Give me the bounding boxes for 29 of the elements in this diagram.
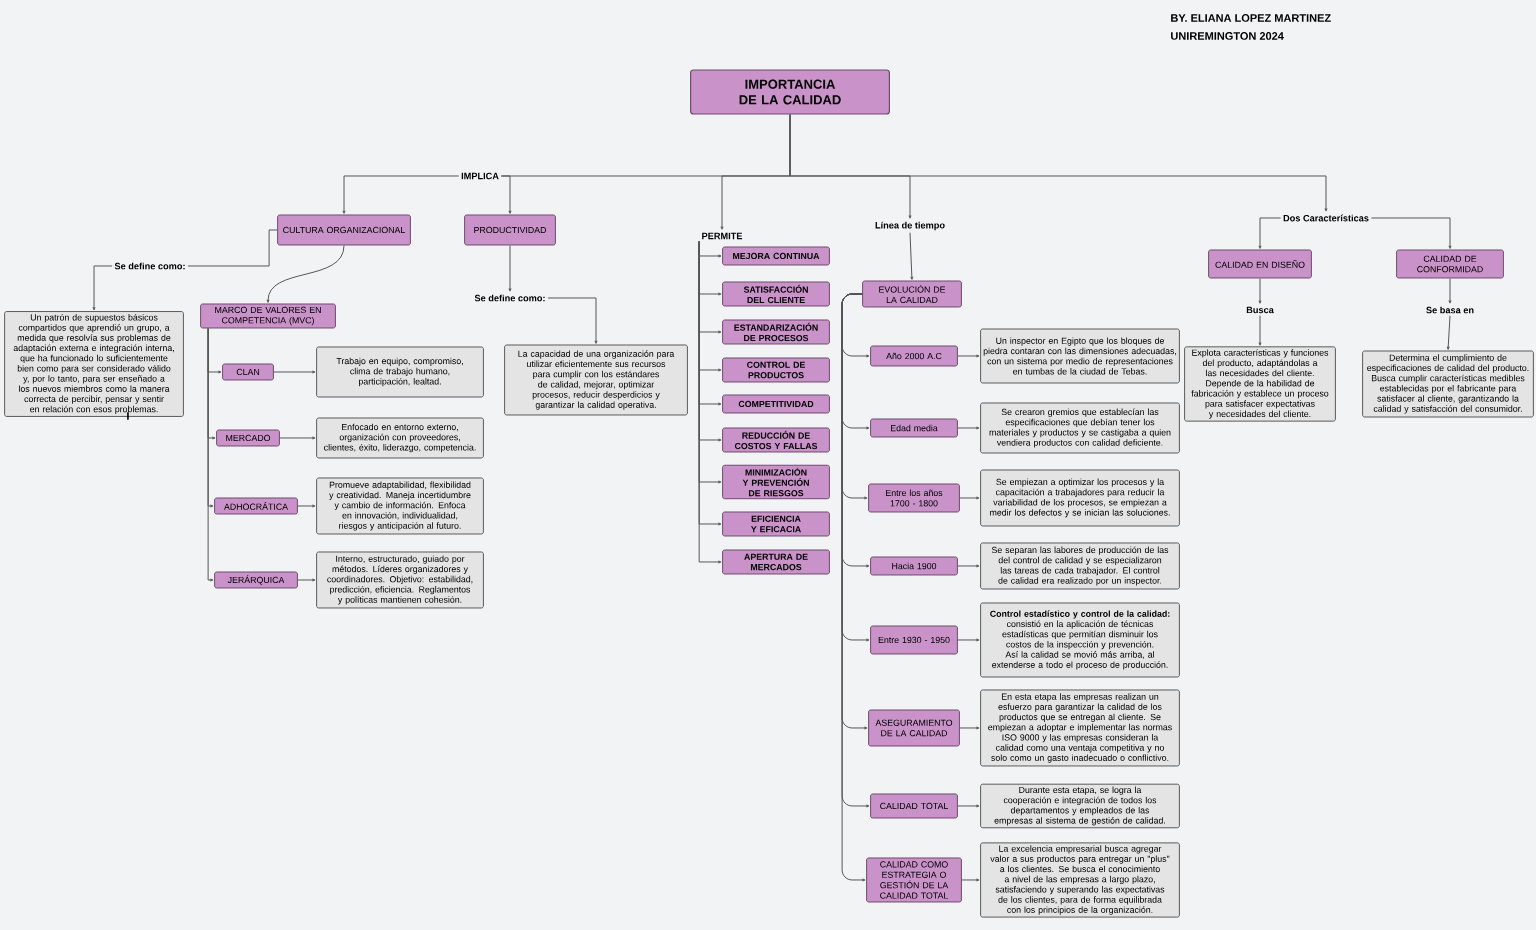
arrow [957,426,980,430]
arrow [1258,315,1262,346]
arrow [1258,217,1282,249]
arrow [207,328,214,582]
arrow [342,175,460,214]
arrow [959,496,980,500]
arrow [297,504,316,508]
arrow [1258,278,1262,304]
arrow [789,114,1328,212]
arrow [547,297,598,344]
arrow [92,265,113,311]
arrow [959,726,980,730]
connector-line [187,229,278,267]
arrow [957,564,980,568]
arrow [909,232,914,280]
arrow [841,293,866,882]
arrow [957,354,980,358]
arrow [500,175,512,214]
arrow [1370,217,1452,249]
arrow [273,370,316,374]
arrow [508,245,512,292]
arrow [279,436,316,440]
arrow [957,804,980,808]
arrow [1446,315,1451,350]
arrow [266,245,345,303]
arrow [1448,278,1452,304]
arrow [957,638,980,642]
arrow [297,578,316,582]
arrow [961,878,980,882]
